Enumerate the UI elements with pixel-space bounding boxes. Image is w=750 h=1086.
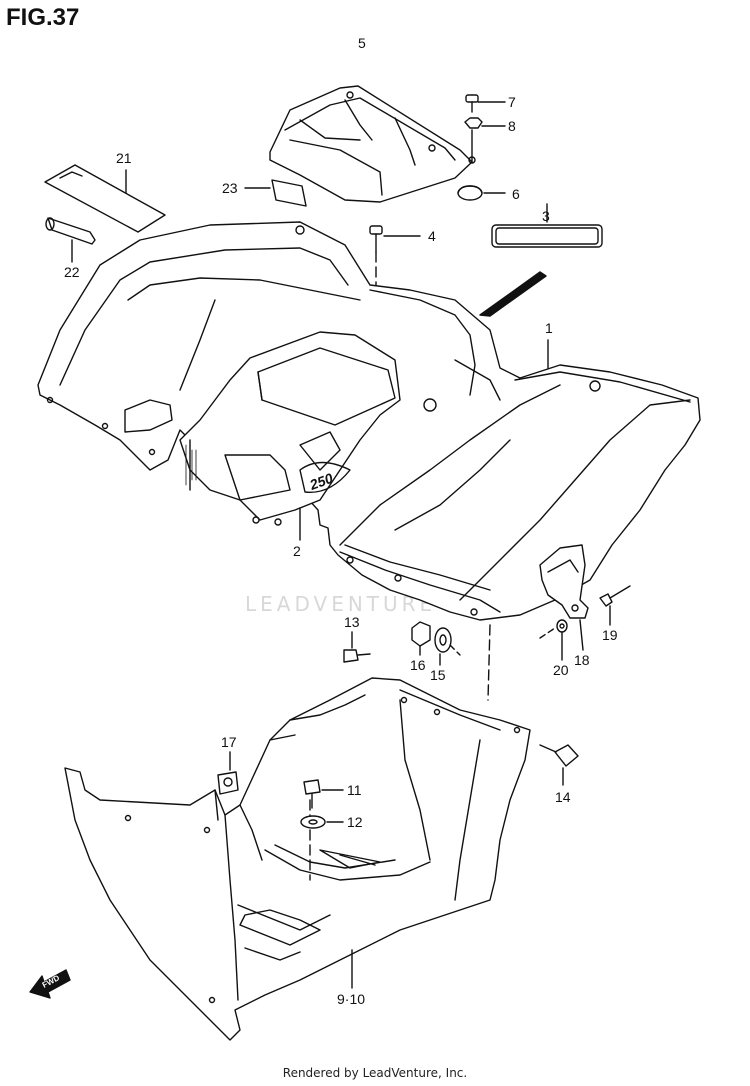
callout-1: 1 <box>545 320 553 336</box>
callout-19: 19 <box>602 627 618 643</box>
part-7-bolt <box>465 94 506 113</box>
callout-16: 16 <box>410 657 426 673</box>
callout-8: 8 <box>508 118 516 134</box>
callout-20: 20 <box>553 662 569 678</box>
callout-17: 17 <box>221 734 237 750</box>
suzuki-emblem: SUZUKI <box>519 229 575 246</box>
part-19-screw <box>599 585 631 626</box>
part-3-emblem: SUZUKI <box>479 203 603 317</box>
callout-23: 23 <box>222 180 238 196</box>
callout-9-10: 9·10 <box>337 991 365 1007</box>
callout-2: 2 <box>293 543 301 559</box>
callout-13: 13 <box>344 614 360 630</box>
callout-3: 3 <box>542 208 550 224</box>
part-18-bracket <box>539 544 589 651</box>
part-2-storage-box: 250 <box>124 331 401 541</box>
callout-4: 4 <box>428 228 436 244</box>
part-14-bolt <box>539 744 579 786</box>
callout-15: 15 <box>430 667 446 683</box>
figure-title: FIG.37 <box>6 4 80 31</box>
part-23-pad <box>244 179 307 207</box>
part-15-washer <box>434 627 461 666</box>
footer-credit: Rendered by LeadVenture, Inc. <box>282 1066 468 1080</box>
part-6-cap <box>457 185 506 201</box>
part-11-bolt <box>303 779 344 809</box>
part-8-nut <box>464 117 506 164</box>
part-22-bar <box>45 217 96 263</box>
callout-6: 6 <box>512 186 520 202</box>
part-20-washer <box>539 619 568 661</box>
fender-250-mark: 250 <box>307 470 336 493</box>
callout-22: 22 <box>64 264 80 280</box>
callout-12: 12 <box>347 814 363 830</box>
part-9-10-footrest <box>64 677 531 1041</box>
callout-7: 7 <box>508 94 516 110</box>
callout-5: 5 <box>358 35 366 51</box>
callout-14: 14 <box>555 789 571 805</box>
callout-11: 11 <box>347 782 362 798</box>
part-13-bolt <box>343 631 371 663</box>
part-17-washer <box>217 751 239 795</box>
fwd-arrow: FWD <box>29 969 71 999</box>
part-16-nut <box>411 621 431 656</box>
callout-21: 21 <box>116 150 132 166</box>
watermark: LEADVENTURE <box>245 592 436 616</box>
callout-18: 18 <box>574 652 590 668</box>
part-12-washer <box>300 815 344 829</box>
part-5-cover <box>269 85 473 203</box>
part-21-reflector <box>44 164 166 233</box>
